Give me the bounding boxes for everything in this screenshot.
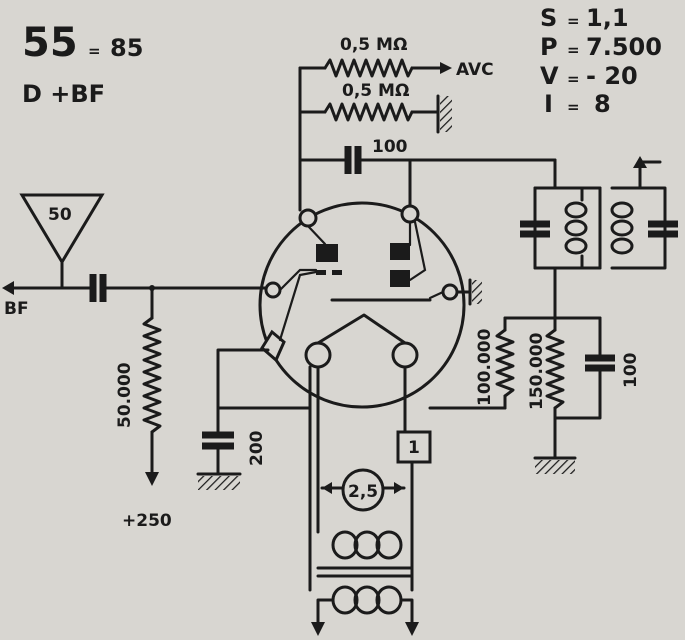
tube-type-alt: 85 [110, 34, 143, 62]
pin-right [441, 283, 459, 301]
label-r-plate: 50.000 [115, 362, 135, 428]
arrow-avc [440, 62, 452, 74]
rating-value-1: 7.500 [586, 33, 662, 61]
label-cathode-box: 1 [408, 438, 420, 458]
rating-symbol-0: S [540, 4, 557, 32]
plate-diode-2 [390, 243, 410, 260]
resistor-if-left [495, 316, 515, 410]
pin-top-right [400, 204, 420, 224]
label-c-if: 100 [621, 352, 641, 388]
rating-symbol-3: I [544, 90, 553, 118]
resistor-gnd [323, 102, 414, 122]
dim-arrow-right [394, 482, 404, 494]
rating-value-3: 8 [594, 90, 611, 118]
rating-eq-0: = [567, 12, 580, 30]
label-r-if-right: 150.000 [527, 332, 547, 410]
label-heater-v: 2,5 [348, 482, 378, 502]
rating-value-0: 1,1 [586, 4, 629, 32]
diode-grid-dash-2 [332, 270, 342, 275]
heater-transformer-primary [331, 530, 403, 560]
ground-symbol-if [535, 460, 575, 474]
coil-if-primary [564, 186, 588, 270]
plate-diode-1 [316, 244, 338, 262]
resistor-plate [142, 286, 162, 474]
label-r-avc: 0,5 MΩ [340, 35, 407, 55]
ground-symbol-top [440, 96, 452, 132]
pin-top-left [298, 208, 318, 228]
rating-value-2: - 20 [586, 62, 638, 90]
lead-3 [408, 220, 427, 282]
tube-function: D +BF [22, 80, 105, 108]
lead-right [428, 290, 445, 300]
label-avc: AVC [456, 60, 494, 80]
rating-symbol-1: P [540, 33, 558, 61]
arrow-if-tap [633, 156, 647, 168]
label-b-plus: +250 [122, 511, 172, 531]
resistor-avc [323, 58, 414, 78]
tube-envelope [258, 201, 466, 409]
ground-symbol-cathode [198, 476, 240, 490]
wire-cif-bottom [553, 369, 602, 420]
lead-1 [306, 224, 327, 246]
heater-transformer-secondary [331, 585, 403, 615]
ratings-block: S = 1,1 P = 7.500 V = - 20 I = 8 [540, 4, 662, 118]
pin-cathode [260, 329, 286, 363]
wire-heater-out-right [400, 598, 414, 634]
diode-grid-dash-1 [316, 270, 326, 275]
heater-voltage-circle [341, 468, 385, 512]
rating-symbol-2: V [540, 62, 559, 90]
arrow-bf [2, 281, 14, 295]
wire-if-secondary [610, 186, 667, 270]
heater-filament [316, 313, 407, 345]
arrow-b-plus [145, 472, 159, 486]
label-c-top: 100 [372, 137, 408, 157]
pin-grid [264, 281, 282, 299]
dim-arrow-left [322, 482, 332, 494]
label-c-cathode: 200 [247, 430, 267, 466]
ground-symbol-right [472, 280, 482, 304]
rating-eq-2: = [567, 70, 580, 88]
label-bf: BF [4, 299, 29, 319]
pin-heater-right [391, 341, 419, 369]
lead-grid [278, 268, 318, 292]
rating-eq-3: = [567, 98, 580, 116]
pin-heater-left [304, 341, 332, 369]
coil-if-secondary [610, 201, 634, 255]
output-triangle [19, 193, 105, 265]
arrow-heater-left [311, 622, 325, 636]
cathode-box [396, 430, 432, 464]
wire-cathode [216, 348, 312, 410]
tube-type-main: 55 [22, 20, 78, 66]
wire-heater-out-left [316, 598, 334, 634]
arrow-heater-right [405, 622, 419, 636]
plate-triode [390, 270, 410, 287]
resistor-if-right [545, 316, 565, 460]
lead-cathode [278, 270, 318, 342]
label-r-if-left: 100.000 [475, 328, 495, 406]
rating-eq-1: = [567, 41, 580, 59]
label-output-box: 50 [48, 205, 72, 225]
label-r-gnd: 0,5 MΩ [342, 81, 409, 101]
eq-sign: = [88, 42, 101, 60]
